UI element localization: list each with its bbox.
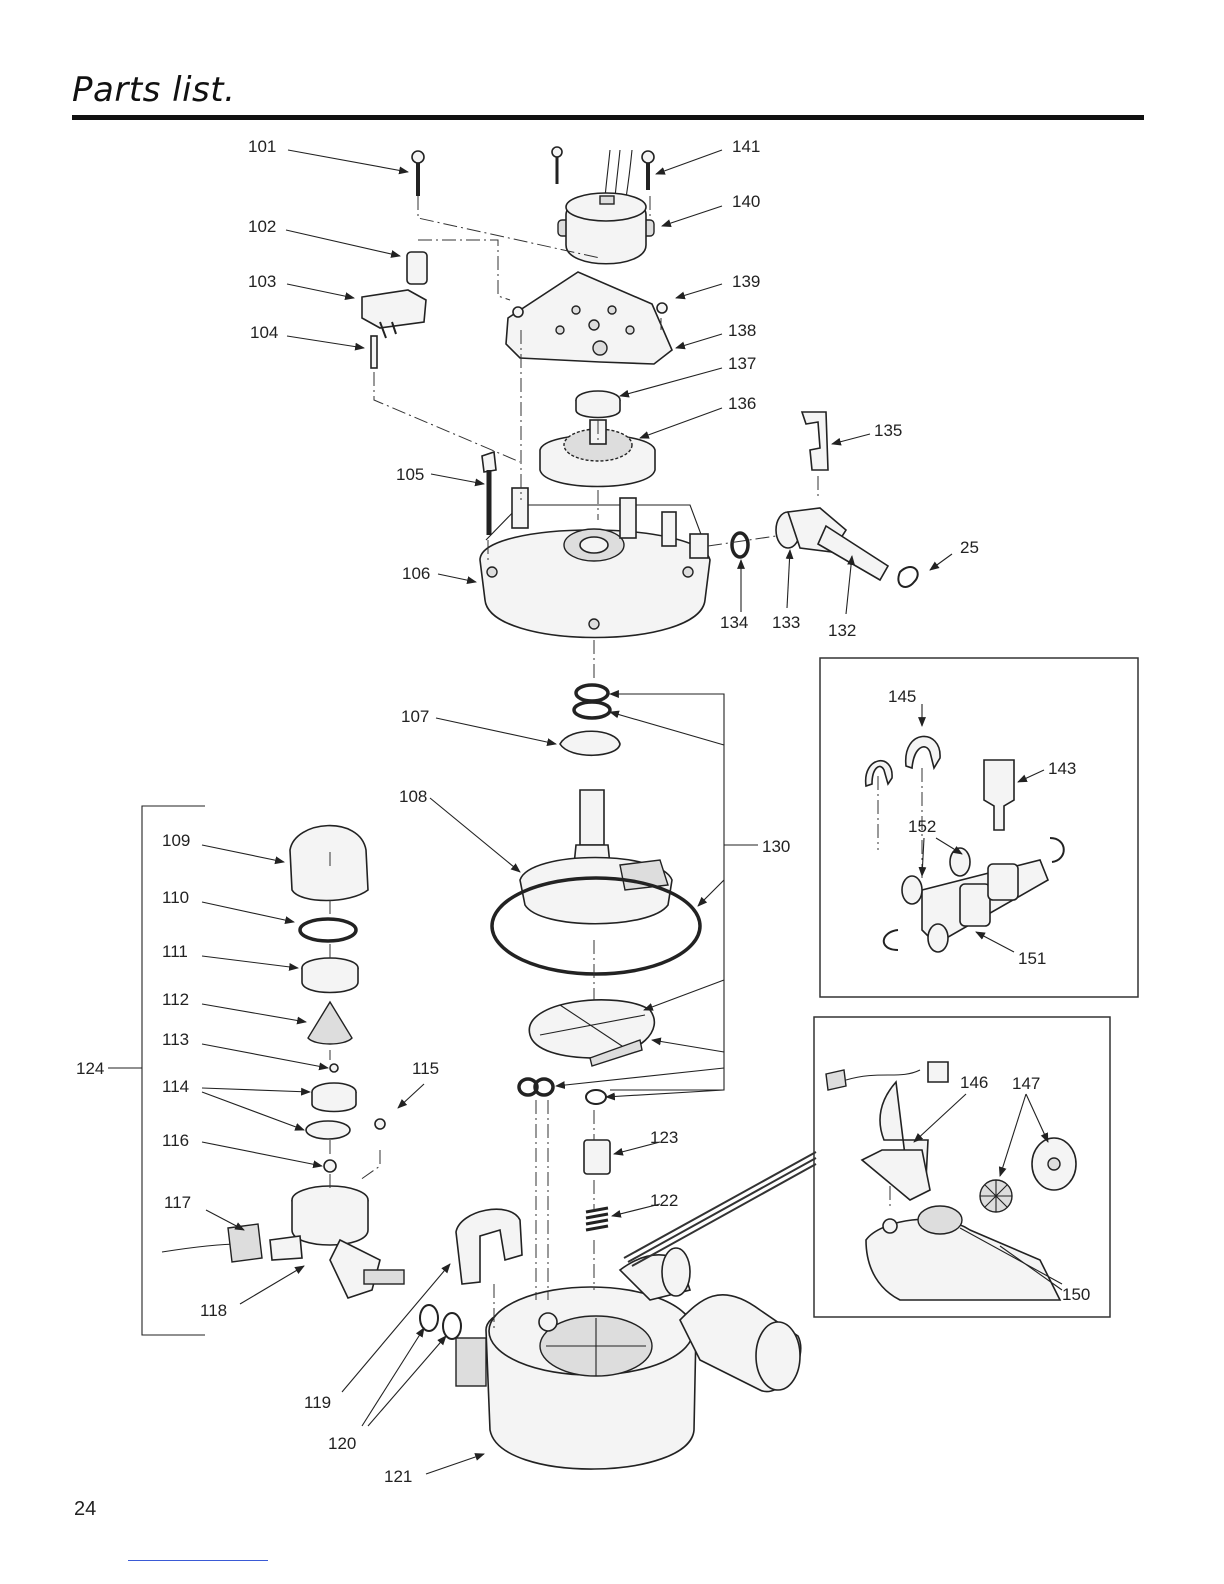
callout-133: 133 <box>772 613 800 632</box>
o-ring-top-2 <box>574 702 610 718</box>
callout-141: 141 <box>732 137 760 156</box>
callout-123: 123 <box>650 1128 678 1147</box>
pin-104 <box>371 336 377 368</box>
callout-151: 151 <box>1018 949 1046 968</box>
callout-139: 139 <box>732 272 760 291</box>
page-number: 24 <box>74 1498 96 1521</box>
callout-140: 140 <box>732 192 760 211</box>
callout-121: 121 <box>384 1467 412 1486</box>
bearing-137 <box>576 391 620 418</box>
clip-145b <box>906 736 940 768</box>
rotor-108 <box>520 790 672 924</box>
housing-106 <box>480 488 710 638</box>
callout-103: 103 <box>248 272 276 291</box>
parts-114 <box>306 1083 356 1139</box>
callout-106: 106 <box>402 564 430 583</box>
callout-105: 105 <box>396 465 424 484</box>
callout-120: 120 <box>328 1434 356 1453</box>
callout-143: 143 <box>1048 759 1076 778</box>
spacer-102 <box>407 252 427 284</box>
callout-136: 136 <box>728 394 756 413</box>
nut-116 <box>324 1160 336 1172</box>
ring-111 <box>302 958 358 993</box>
callout-118: 118 <box>200 1301 227 1320</box>
washer-113 <box>330 1064 338 1072</box>
callout-138: 138 <box>728 321 756 340</box>
tube <box>162 1244 240 1252</box>
o-ring-110 <box>300 919 356 941</box>
screw-105 <box>482 452 496 535</box>
callout-134: 134 <box>720 613 748 632</box>
callout-101: 101 <box>248 137 276 156</box>
seal-107 <box>560 731 620 755</box>
callout-25: 25 <box>960 538 979 557</box>
callout-137: 137 <box>728 354 756 373</box>
screw-139a <box>513 307 523 317</box>
ring-152a <box>902 876 922 904</box>
callout-152: 152 <box>908 817 936 836</box>
spring-122 <box>586 1208 608 1230</box>
clamp-25 <box>898 567 917 587</box>
callout-110: 110 <box>162 888 189 907</box>
callout-124: 124 <box>76 1059 104 1078</box>
clip-right <box>1050 838 1064 862</box>
o-ring-top <box>576 685 608 701</box>
turbine-147 <box>980 1138 1076 1212</box>
callout-104: 104 <box>250 323 278 342</box>
callout-117: 117 <box>164 1193 191 1212</box>
footer-line <box>128 1560 268 1561</box>
callout-146: 146 <box>960 1073 988 1092</box>
callout-114: 114 <box>162 1077 189 1096</box>
nut-117 <box>228 1224 262 1262</box>
callout-119: 119 <box>304 1393 331 1412</box>
bypass-151 <box>922 860 1048 952</box>
callout-108: 108 <box>399 787 427 806</box>
screw-101 <box>412 151 424 196</box>
screw-141a <box>552 147 562 184</box>
injector-body-118 <box>270 1186 404 1298</box>
sensor-146 <box>826 1062 948 1200</box>
clip-119 <box>456 1209 522 1284</box>
callout-145: 145 <box>888 687 916 706</box>
switch-103 <box>362 290 426 338</box>
cap-109 <box>290 826 368 901</box>
screw-141b <box>642 151 654 190</box>
callout-147: 147 <box>1012 1074 1040 1093</box>
callout-113: 113 <box>162 1030 189 1049</box>
clip-135 <box>802 412 828 470</box>
plate-138 <box>506 272 672 364</box>
callout-130: 130 <box>762 837 790 856</box>
ring-134 <box>732 533 748 557</box>
o-ring-small-c <box>586 1090 606 1104</box>
sleeve-123 <box>584 1140 610 1174</box>
valve-body-121 <box>456 1248 801 1469</box>
callout-116: 116 <box>162 1131 189 1150</box>
callout-112: 112 <box>162 990 189 1009</box>
fitting-143 <box>984 760 1014 830</box>
ring-120a <box>420 1305 438 1331</box>
callout-122: 122 <box>650 1191 678 1210</box>
screen-112 <box>308 1002 352 1044</box>
disc-valve <box>529 1000 654 1066</box>
callout-111: 111 <box>162 942 188 961</box>
callout-132: 132 <box>828 621 856 640</box>
barb-132 <box>818 526 888 580</box>
clip-145a <box>866 761 892 786</box>
callout-135: 135 <box>874 421 902 440</box>
assembly-lines <box>330 196 922 1330</box>
callout-109: 109 <box>162 831 190 850</box>
motor-140 <box>558 150 654 264</box>
inset-box-bypass <box>820 658 1138 997</box>
screw-115 <box>375 1119 385 1129</box>
callout-150: 150 <box>1062 1285 1090 1304</box>
callout-102: 102 <box>248 217 276 236</box>
bracket-124 <box>142 806 205 1335</box>
ring-120b <box>443 1313 461 1339</box>
screw-139b <box>657 303 667 313</box>
clip-left <box>884 930 898 950</box>
callout-115: 115 <box>412 1059 439 1078</box>
callout-107: 107 <box>401 707 429 726</box>
housing-150 <box>866 1206 1060 1300</box>
